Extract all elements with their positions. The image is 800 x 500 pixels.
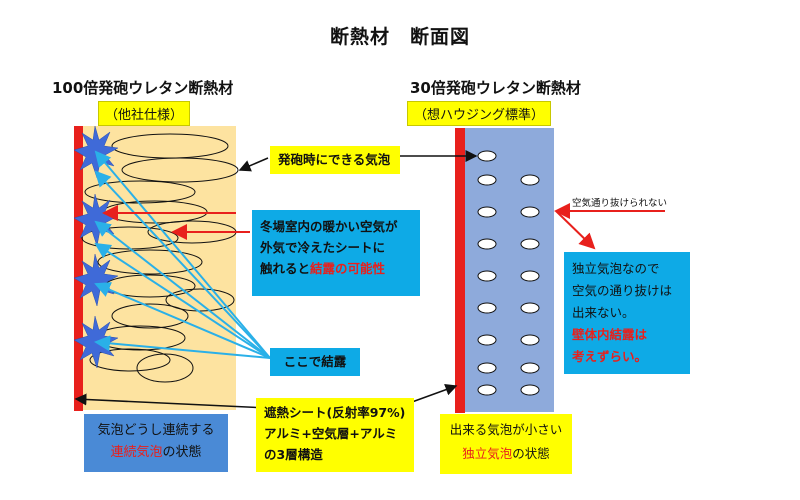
right-info-line3: 出来ない。 — [572, 305, 635, 320]
sheet-line1: 遮熱シート(反射率97%) — [264, 405, 406, 420]
small-bubble — [520, 238, 540, 250]
small-bubble — [477, 302, 497, 314]
right-state-keyword: 独立気泡 — [462, 446, 513, 461]
sheet-line3: の3層構造 — [264, 447, 323, 462]
left-state-box: 気泡どうし連続する 連続気泡の状態 — [84, 414, 228, 472]
right-info-line2: 空気の通り抜けは — [572, 283, 673, 298]
air-blocked-note: 空気通り抜けられない — [572, 198, 668, 209]
condensation-pointer-lines — [94, 150, 271, 359]
small-bubble — [520, 174, 540, 186]
small-bubble — [477, 384, 497, 396]
small-bubble — [477, 270, 497, 282]
right-independent-bubbles — [477, 150, 540, 396]
warm-air-info-box: 冬場室内の暖かい空気が 外気で冷えたシートに 触れると結露の可能性 — [252, 210, 420, 296]
small-bubble — [520, 302, 540, 314]
warm-air-line2: 外気で冷えたシートに — [260, 240, 386, 255]
warm-air-line3-head: 触れると — [260, 261, 311, 276]
right-heat-shield-sheet — [455, 128, 465, 413]
small-bubble — [477, 362, 497, 374]
page-title: 断熱材 断面図 — [329, 26, 470, 48]
condensation-possibility: 結露の可能性 — [310, 261, 386, 276]
right-info-box: 独立気泡なので 空気の通り抜けは 出来ない。 壁体内結露は 考えずらい。 — [564, 252, 690, 374]
small-bubble — [520, 362, 540, 374]
right-info-line5: 考えずらい。 — [572, 349, 648, 364]
heat-shield-sheet-box: 遮熱シート(反射率97%) アルミ+空気層+アルミ の3層構造 — [256, 398, 414, 472]
right-state-line1: 出来る気泡が小さい — [449, 422, 563, 437]
bubble-label: 発砲時にできる気泡 — [270, 146, 400, 174]
small-bubble — [477, 334, 497, 346]
right-foam-panel — [464, 128, 554, 412]
small-bubble — [520, 334, 540, 346]
left-state-tail: の状態 — [162, 445, 202, 460]
left-state-line2: 連続気泡の状態 — [92, 442, 220, 464]
sheet-line2: アルミ+空気層+アルミ — [264, 426, 398, 441]
right-info-line1: 独立気泡なので — [572, 261, 660, 276]
right-state-tail: の状態 — [512, 446, 550, 461]
warm-air-arrows — [102, 205, 250, 240]
small-bubble — [520, 384, 540, 396]
left-heading: 100倍発砲ウレタン断熱材 — [52, 79, 234, 97]
small-bubble — [477, 206, 497, 218]
small-bubble — [477, 150, 497, 162]
right-state-box: 出来る気泡が小さい 独立気泡の状態 — [440, 414, 572, 474]
warm-air-line1: 冬場室内の暖かい空気が — [260, 219, 398, 234]
left-heat-shield-sheet — [74, 126, 83, 411]
bubble-label-arrows — [238, 150, 478, 172]
sheet-box-arrows — [74, 383, 458, 409]
condensation-star — [73, 253, 119, 307]
condensation-label: ここで結露 — [270, 348, 360, 376]
right-tag: （想ハウジング標準） — [407, 101, 552, 126]
left-tag: （他社仕様） — [98, 101, 191, 126]
warm-air-line3: 触れると結露の可能性 — [260, 258, 412, 279]
right-info-line4: 壁体内結露は — [572, 327, 648, 342]
small-bubble — [477, 174, 497, 186]
right-state-line2: 独立気泡の状態 — [448, 442, 564, 466]
small-bubble — [520, 206, 540, 218]
right-heading: 30倍発砲ウレタン断熱材 — [410, 79, 581, 97]
left-state-line1: 気泡どうし連続する — [97, 423, 215, 438]
small-bubble — [477, 238, 497, 250]
small-bubble — [520, 270, 540, 282]
air-blocked-arrows — [554, 203, 665, 250]
left-state-keyword: 連続気泡 — [110, 445, 163, 460]
